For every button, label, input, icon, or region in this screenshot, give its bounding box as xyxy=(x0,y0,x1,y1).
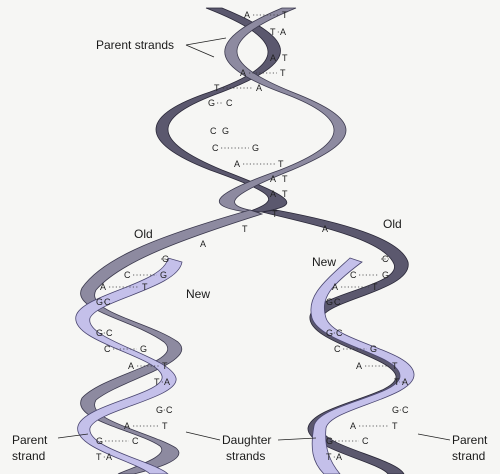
left-new-strand xyxy=(75,257,183,474)
nucleotide-base: A xyxy=(402,377,408,387)
nucleotide-base: T xyxy=(394,377,400,387)
nucleotide-base: A xyxy=(240,68,246,78)
nucleotide-base: T xyxy=(162,421,168,431)
nucleotide-base: G xyxy=(326,297,333,307)
daughter-strands-label: strands xyxy=(226,449,265,463)
parent-strand-front xyxy=(218,7,347,213)
nucleotide-base: T xyxy=(280,68,286,78)
nucleotide-base: G xyxy=(156,405,163,415)
nucleotide-base: A xyxy=(270,189,276,199)
nucleotide-base: T xyxy=(282,10,288,20)
nucleotide-base: C xyxy=(382,254,389,264)
nucleotide-base: A xyxy=(100,282,106,292)
nucleotide-base: T xyxy=(326,452,332,462)
nucleotide-base: G xyxy=(222,126,229,136)
nucleotide-base: A xyxy=(356,361,362,371)
old-label-right: Old xyxy=(383,217,402,231)
nucleotide-base: G xyxy=(96,328,103,338)
nucleotide-base: A xyxy=(164,377,170,387)
nucleotide-base: A xyxy=(350,421,356,431)
nucleotide-base: G xyxy=(382,270,389,280)
nucleotide-base: T xyxy=(372,282,378,292)
daughter-strands-label: Daughter xyxy=(222,433,271,447)
nucleotide-base: T xyxy=(96,452,102,462)
nucleotide-base: A xyxy=(270,174,276,184)
nucleotide-base: G xyxy=(252,143,259,153)
nucleotide-base: G xyxy=(326,436,333,446)
nucleotide-base: T xyxy=(282,189,288,199)
nucleotide-base: T xyxy=(154,377,160,387)
nucleotide-base: G xyxy=(96,436,103,446)
nucleotide-base: T xyxy=(392,361,398,371)
nucleotide-base: G xyxy=(96,297,103,307)
nucleotide-base: C xyxy=(226,98,233,108)
nucleotide-base: A xyxy=(270,53,276,63)
fork-base: A xyxy=(200,239,206,249)
nucleotide-base: T xyxy=(214,83,220,93)
nucleotide-base: C xyxy=(334,344,341,354)
nucleotide-base: C xyxy=(350,270,357,280)
nucleotide-base: A xyxy=(256,83,262,93)
new-label-left: New xyxy=(186,287,210,301)
parent-strand-left-leader xyxy=(57,433,89,439)
nucleotide-base: T xyxy=(270,27,276,37)
parent-strand-left-label: strand xyxy=(12,449,45,463)
right-new-strand xyxy=(310,257,415,474)
nucleotide-base: C xyxy=(106,328,113,338)
nucleotide-base: A xyxy=(234,159,240,169)
nucleotide-base: G xyxy=(208,98,215,108)
nucleotide-base: T xyxy=(282,174,288,184)
parent-strands-leader xyxy=(185,37,227,58)
nucleotide-base: C xyxy=(104,344,111,354)
nucleotide-base: A xyxy=(244,10,250,20)
labels: Parent strands Old Old New New Parent st… xyxy=(12,37,488,463)
nucleotide-base: C xyxy=(334,297,341,307)
fork-base: T xyxy=(242,224,248,234)
nucleotide-base: G xyxy=(162,254,169,264)
left-old-strand xyxy=(80,209,264,474)
nucleotide-base: G xyxy=(392,405,399,415)
nucleotide-base: A xyxy=(128,361,134,371)
new-label-right: New xyxy=(312,255,336,269)
nucleotide-base: T xyxy=(392,421,398,431)
nucleotide-base: T xyxy=(282,53,288,63)
nucleotide-base: A xyxy=(124,421,130,431)
nucleotide-base: C xyxy=(212,143,219,153)
nucleotide-base: G xyxy=(326,328,333,338)
nucleotide-base: C xyxy=(336,328,343,338)
nucleotide-base: T xyxy=(278,159,284,169)
nucleotide-base: A xyxy=(280,27,286,37)
nucleotide-base: G xyxy=(140,344,147,354)
fork-bases: T A A T xyxy=(200,209,328,249)
right-old-strand xyxy=(261,209,411,474)
parent-strand-right-label: Parent xyxy=(452,433,488,447)
parent-strands-label: Parent strands xyxy=(96,38,174,52)
nucleotide-base: A xyxy=(336,452,342,462)
nucleotide-base: T xyxy=(142,282,148,292)
nucleotide-base: C xyxy=(104,297,111,307)
nucleotide-base: A xyxy=(106,452,112,462)
fork-base: A xyxy=(322,224,328,234)
parent-strand-right-label: strand xyxy=(452,449,485,463)
parent-strand-left-label: Parent xyxy=(12,433,48,447)
nucleotide-base: C xyxy=(132,436,139,446)
nucleotide-base: G xyxy=(370,344,377,354)
daughter-strands-leader xyxy=(185,431,317,441)
fork-base: T xyxy=(272,209,278,219)
nucleotide-base: C xyxy=(166,405,173,415)
nucleotide-base: C xyxy=(362,436,369,446)
nucleotide-base: A xyxy=(332,282,338,292)
nucleotide-base: G xyxy=(160,270,167,280)
parent-strand-right-leader xyxy=(417,433,451,441)
old-label-left: Old xyxy=(134,227,153,241)
nucleotide-base: T xyxy=(162,361,168,371)
nucleotide-base: C xyxy=(210,126,217,136)
nucleotide-base: C xyxy=(124,270,131,280)
nucleotide-base: C xyxy=(402,405,409,415)
